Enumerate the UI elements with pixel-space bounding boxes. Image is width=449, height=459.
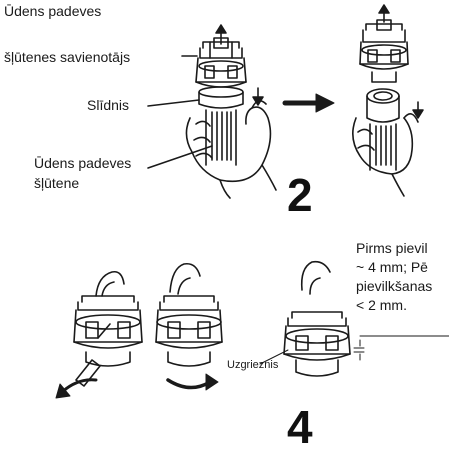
connector-lifted bbox=[360, 5, 408, 82]
step-number-4: 4 bbox=[287, 404, 313, 450]
connector-label-line2: šļūtenes savienotājs bbox=[4, 49, 130, 66]
slider-label: Slīdnis bbox=[87, 97, 129, 114]
connector-rotating bbox=[156, 264, 222, 390]
hose-end-with-slider bbox=[353, 89, 423, 196]
connector-assembly-left bbox=[148, 25, 276, 198]
note-line-2: ~ 4 mm; Pē bbox=[356, 258, 449, 276]
connector-label-line1: Ūdens padeves bbox=[4, 3, 101, 20]
note-line-4: < 2 mm. bbox=[356, 296, 449, 314]
nut-label: Uzgrieznis bbox=[227, 359, 278, 372]
hose-label-line2: šļūtene bbox=[34, 175, 79, 192]
hose-label-line1: Ūdens padeves bbox=[34, 155, 131, 172]
note-line-1: Pirms pievil bbox=[356, 239, 449, 257]
step-number-2: 2 bbox=[287, 172, 313, 218]
note-line-3: pievilkšanas bbox=[356, 277, 449, 295]
connector-with-screwdriver bbox=[56, 272, 142, 398]
